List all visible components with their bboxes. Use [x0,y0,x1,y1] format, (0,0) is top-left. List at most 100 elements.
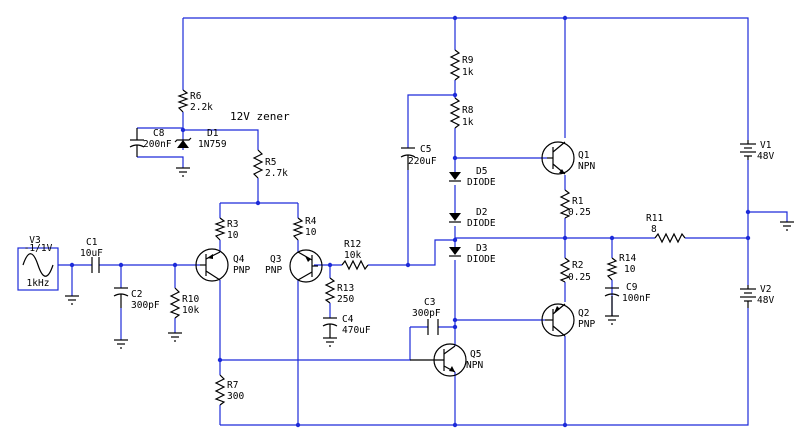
resistor-r9: R9 1k [449,49,474,81]
svg-text:C3: C3 [424,297,435,308]
svg-text:8: 8 [651,224,657,235]
svg-text:100nF: 100nF [622,293,651,304]
svg-text:D3: D3 [476,243,487,254]
svg-text:Q3: Q3 [270,254,281,265]
resistor-r13: R13 250 [324,277,354,305]
svg-text:1k: 1k [462,117,474,128]
diode-d3: D3 DIODE [449,243,496,265]
ac-source-v3: V3 -1/1V 1kHz [17,235,59,291]
svg-text:PNP: PNP [265,265,282,276]
resistor-r7: R7 300 [214,374,244,406]
resistor-r11: R11 8 [646,213,686,244]
resistor-r1: R1 0.25 [559,189,591,219]
svg-text:10: 10 [305,227,317,238]
svg-text:R1: R1 [572,196,584,207]
dc-source-v1: V1 48V [740,140,774,162]
dc-source-v2: V2 48V [740,284,774,308]
svg-text:R6: R6 [190,91,202,102]
svg-text:-1/1V: -1/1V [24,243,53,254]
capacitor-c3: C3 300pF [412,297,441,335]
ground-icon [65,295,79,305]
ground-icon [114,339,128,349]
svg-text:200nF: 200nF [143,139,172,150]
svg-text:2.7k: 2.7k [265,168,288,179]
svg-text:220uF: 220uF [408,156,437,167]
capacitor-c9: C9 100nF [604,282,651,304]
resistor-r14: R14 10 [606,253,636,281]
svg-text:C8: C8 [153,128,165,139]
svg-text:10k: 10k [344,250,361,261]
capacitor-c2: C2 300pF [113,287,160,311]
svg-text:10k: 10k [182,305,199,316]
svg-text:10: 10 [624,264,636,275]
ground-icon [780,221,794,231]
svg-text:R14: R14 [619,253,636,264]
svg-text:V3: V3 [29,235,40,246]
svg-text:DIODE: DIODE [467,218,496,229]
capacitor-c5: C5 220uF [400,144,437,170]
svg-text:2.2k: 2.2k [190,102,213,113]
svg-text:1kHz: 1kHz [27,278,50,289]
svg-text:0.25: 0.25 [568,272,591,283]
ground-icon [323,337,337,347]
svg-text:300pF: 300pF [131,300,160,311]
svg-text:Q5: Q5 [470,349,481,360]
diode-d5: D5 DIODE [449,166,496,188]
junctions [69,15,751,428]
svg-text:R12: R12 [344,239,361,250]
svg-text:R8: R8 [462,105,474,116]
ground-icon [605,296,619,325]
resistor-r3: R3 10 [214,217,239,241]
capacitor-c4: C4 470uF [322,314,371,338]
resistor-r5: R5 2.7k [252,149,288,179]
svg-text:R11: R11 [646,213,663,224]
capacitor-c8: C8 200nF [129,128,172,157]
svg-text:Q1: Q1 [578,150,590,161]
resistor-r10: R10 10k [169,287,199,319]
resistor-r8: R8 1k [449,97,474,129]
svg-text:470uF: 470uF [342,325,371,336]
svg-text:R5: R5 [265,157,276,168]
svg-text:300pF: 300pF [412,308,441,319]
svg-text:300: 300 [227,391,244,402]
capacitor-c1: C1 10uF [80,237,103,273]
svg-text:V1: V1 [760,140,772,151]
svg-text:NPN: NPN [466,360,483,371]
svg-text:R3: R3 [227,219,238,230]
ground-icon [176,167,190,177]
svg-text:Q2: Q2 [578,308,589,319]
svg-text:C2: C2 [131,289,142,300]
ground-symbols [65,167,794,349]
svg-text:PNP: PNP [578,319,595,330]
svg-text:C9: C9 [626,282,638,293]
svg-text:250: 250 [337,294,354,305]
svg-text:48V: 48V [757,295,774,306]
transistor-q1: Q1 NPN [541,141,595,175]
svg-text:PNP: PNP [233,265,250,276]
svg-text:V2: V2 [760,284,771,295]
zener-annotation: 12V zener [230,110,290,123]
svg-text:1N759: 1N759 [198,139,227,150]
transistor-q4: Q4 PNP [195,248,250,282]
svg-text:0.25: 0.25 [568,207,591,218]
svg-text:C5: C5 [420,144,431,155]
svg-text:R2: R2 [572,260,583,271]
transistor-q5: Q5 NPN [410,343,483,377]
svg-text:NPN: NPN [578,161,595,172]
svg-text:10uF: 10uF [80,248,103,259]
zener-diode-d1: D1 1N759 [174,128,227,150]
wires [58,17,788,426]
svg-text:Q4: Q4 [233,254,245,265]
svg-text:R10: R10 [182,294,199,305]
transistor-q2: Q2 PNP [541,303,595,337]
diode-d2: D2 DIODE [449,207,496,229]
svg-text:C1: C1 [86,237,98,248]
svg-text:D5: D5 [476,166,487,177]
resistor-r12: R12 10k [341,239,369,271]
ground-icon [168,332,182,342]
svg-text:C4: C4 [342,314,354,325]
svg-text:10: 10 [227,230,239,241]
svg-text:D2: D2 [476,207,487,218]
svg-text:R9: R9 [462,55,474,66]
